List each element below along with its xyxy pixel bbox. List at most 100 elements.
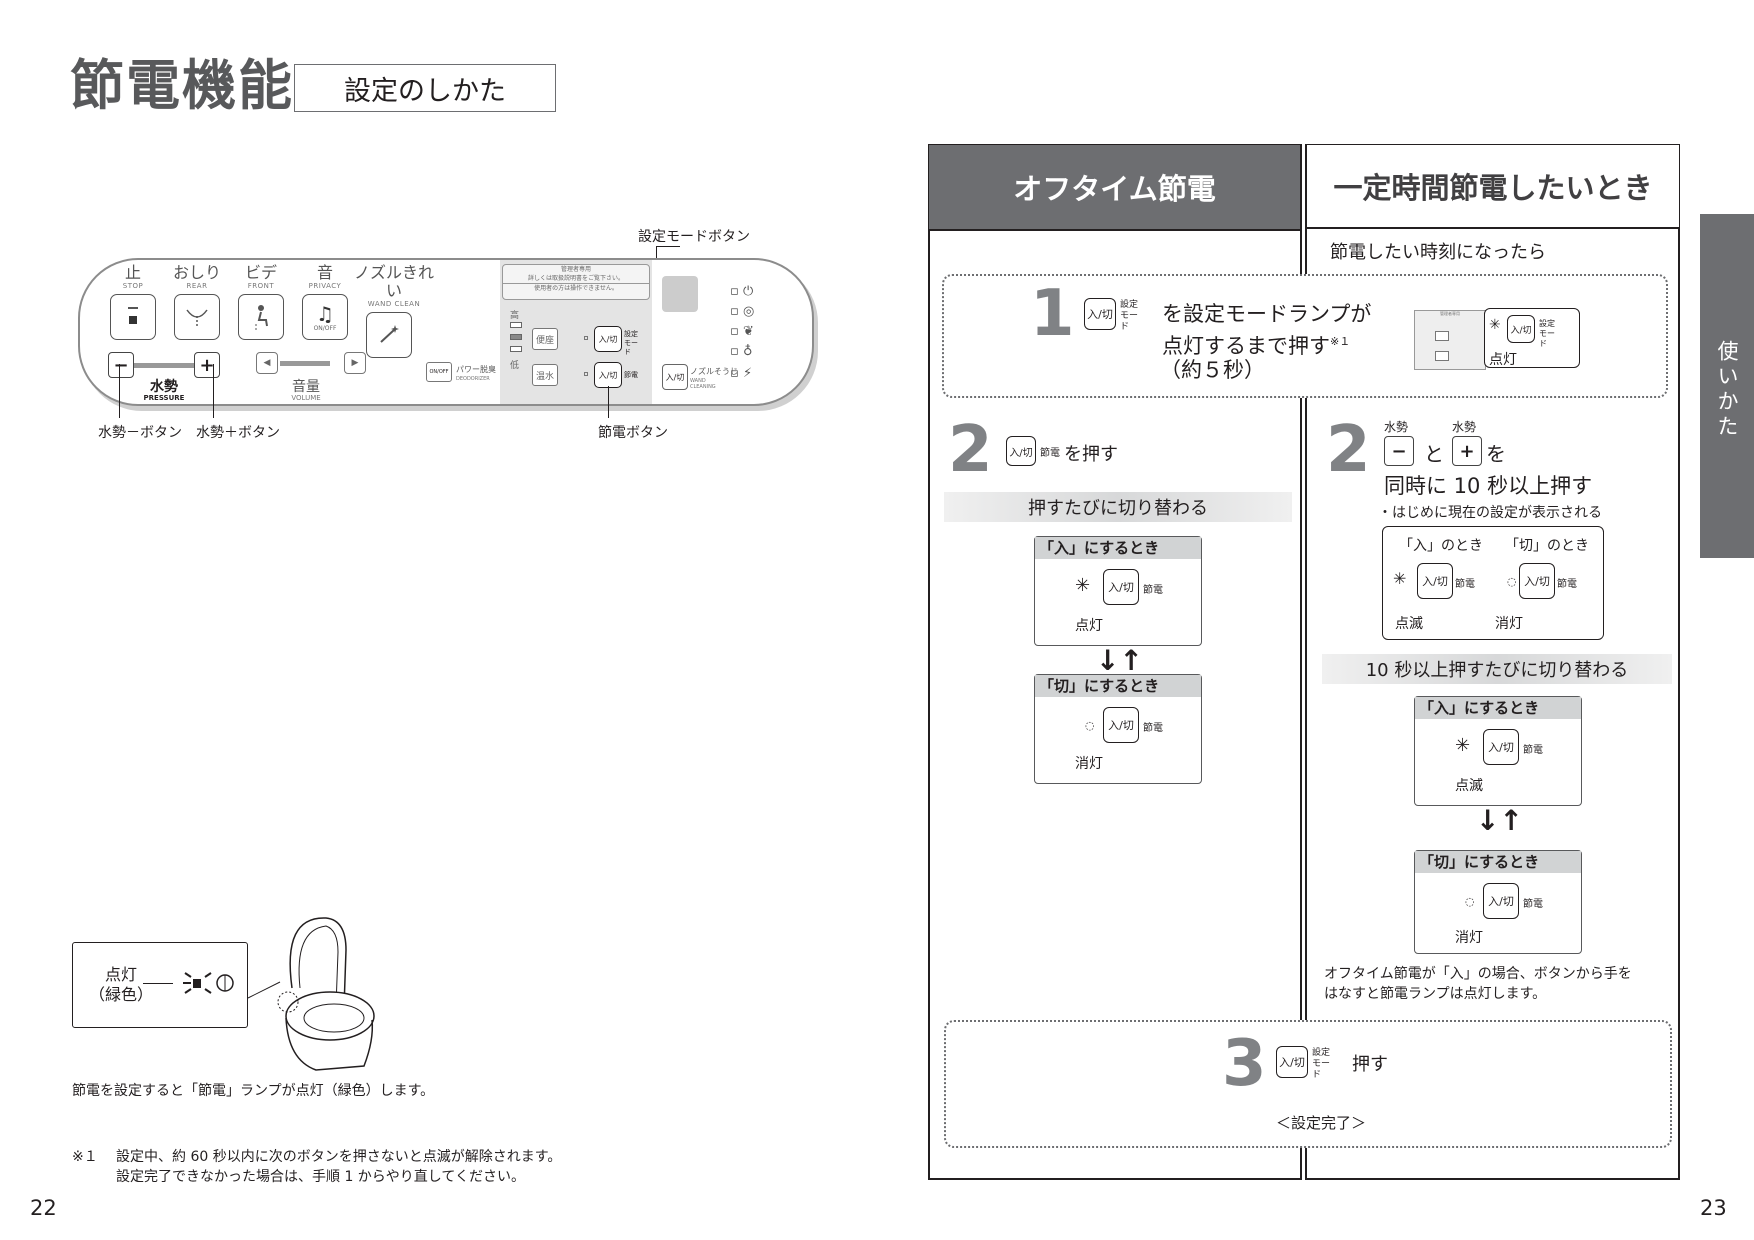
step2a-text: を押す [1064,444,1118,465]
callout-power-save-button: 節電ボタン [598,425,668,441]
volume-bar [280,361,330,366]
off-state-box: 「切」にするとき ◌ 入/切 節電 消灯 [1034,674,1202,784]
off-caption-2: 消灯 [1455,930,1483,946]
power-save-key-icon: 入/切 [1006,436,1036,466]
power-icon: ▫ ⏻ [730,284,754,299]
pressure-label-minus: 水勢 [1384,420,1409,434]
on-caption-2: 点滅 [1455,778,1483,794]
lamp-lit-label: 点灯 （緑色） [89,965,154,1004]
level-lamp [510,334,522,340]
setting-mode-button[interactable]: 入/切 [594,326,622,352]
column-header-timed: 一定時間節電したいとき [1307,145,1679,229]
unlit-key-label: 節電 [1557,579,1577,590]
off-key-label-2: 節電 [1523,899,1543,910]
pressure-label: 水勢 [150,379,178,395]
privacy-sub: PRIVACY [308,282,342,290]
on-state-box: 「入」にするとき ✳ 入/切 節電 点灯 [1034,536,1202,646]
setting-lamp-zoom: ✳ 入/切 設定モード 点灯 [1484,308,1580,368]
nozzle-cleaning-label: ノズルそうじ [690,367,738,376]
rear-label: おしり [172,263,221,282]
zoom-lit-label: 点灯 [1489,352,1517,368]
toggle-band-left: 押すたびに切り替わる [944,492,1292,522]
note-line2: はなすと節電ランプは点灯します。 [1324,986,1547,1002]
callout-pressure-minus: 水勢－ボタン [98,425,182,441]
panel-button-wand-clean[interactable]: ノズルきれい WAND CLEAN [354,264,438,358]
blink-key-icon: 入/切 [1417,563,1453,599]
setting-mode-label: 設定モード [624,330,638,356]
on-state-head-2: 「入」にするとき [1415,697,1581,719]
off-key-icon: 入/切 [1103,707,1139,743]
off-caption: 消灯 [1075,756,1103,772]
pressure-minus-key-icon: − [1384,436,1414,466]
step2b-bullet: ・はじめに現在の設定が表示される [1378,505,1602,521]
level-lamp [510,346,522,352]
volume-up-button[interactable]: ▶ [344,352,366,374]
on-state-box-2: 「入」にするとき ✳ 入/切 節電 点滅 [1414,696,1582,806]
power-save-button[interactable]: 入/切 [594,362,622,388]
sparkle-icon: ▫ ⚡ [730,366,753,381]
on-key-label: 節電 [1143,585,1163,596]
callout-line [656,246,680,247]
footnote-mark: ※１ [72,1149,98,1165]
zoom-key-label: 設定モード [1539,319,1555,348]
music-note-icon: ♫ON/OFF [302,294,348,340]
blink-key-label: 節電 [1455,579,1475,590]
pressure-minus-button[interactable]: − [108,352,134,378]
water-drop-icon: ▫ ♁ [730,344,753,359]
bidet-icon [238,294,284,340]
off-key-icon-2: 入/切 [1483,883,1519,919]
water-temp-button[interactable]: 温水 [532,364,558,386]
pressure-label-plus: 水勢 [1452,420,1477,434]
volume-down-button[interactable]: ◀ [256,352,278,374]
nozzle-cleaning-button[interactable]: 入/切 [662,364,688,390]
power-save-key-label: 節電 [1040,448,1060,459]
step2b-line2: 同時に 10 秒以上押す [1384,474,1593,498]
blink-icon: ✳ [1393,569,1407,588]
column-header-offtime: オフタイム節電 [929,145,1300,229]
zoom-key-icon: 入/切 [1507,315,1535,343]
rear-wash-icon [174,294,220,340]
unlit-key-icon: 入/切 [1519,563,1555,599]
callout-line [608,386,609,418]
callout-setting-mode-button: 設定モードボタン [638,229,750,245]
panel-button-rear[interactable]: おしり REAR [162,264,232,340]
seat-temp-button[interactable]: 便座 [532,328,558,350]
panel-button-stop[interactable]: 止 STOP [98,264,168,340]
front-label: ビデ [244,263,277,282]
blink-caption: 点滅 [1395,616,1423,632]
deodorizer-button[interactable]: ON/OFF [426,362,452,382]
lamp-caption: 節電を設定すると「節電」ランプが点灯（緑色）します。 [72,1083,435,1099]
panel-button-privacy[interactable]: 音 PRIVACY ♫ON/OFF [290,264,360,340]
setting-mode-key-label: 設定モード [1120,300,1139,332]
wand-clean-icon [366,312,412,358]
on-label: 「入」のとき [1399,538,1483,554]
step3-text: 押す [1352,1054,1388,1075]
step3-box [944,1020,1672,1148]
blink-icon: ✳ [1455,735,1471,756]
wand-clean-sub: WAND CLEAN [367,300,421,308]
and-text: と [1424,442,1444,466]
on-caption: 点灯 [1075,618,1103,634]
off-key-label: 節電 [1143,723,1163,734]
note-line1: オフタイム節電が「入」の場合、ボタンから手を [1324,966,1632,982]
panel-button-front[interactable]: ビデ FRONT [226,264,296,340]
blink-icon: ✳ [1489,317,1501,333]
off-state-head: 「切」にするとき [1035,675,1201,697]
toggle-arrows-icon: ↓↑ [1476,804,1523,837]
leaf-icon: ▫ ❦ [730,324,754,339]
page-number-left: 22 [30,1196,57,1220]
on-key-icon-2: 入/切 [1483,729,1519,765]
seat-lamp-icon: ▫ ◎ [730,304,755,319]
side-tab-label: 使いかた [1715,340,1739,440]
step3-key-icon: 入/切 [1276,1046,1308,1078]
lamp-off-icon: ◌ [1085,719,1095,732]
pressure-plus-key-icon: + [1452,436,1482,466]
blink-icon: ✳ [1075,575,1091,596]
admin-notice: 管理者専用 詳しくは取扱説明書をご覧下さい。 使用者の方は操作できません。 [502,264,650,300]
step2b-number: 2 [1326,413,1371,487]
pressure-plus-button[interactable]: + [194,352,220,378]
step3-number: 3 [1222,1027,1267,1101]
deodorizer-label: パワー脱臭 [456,365,496,374]
on-state-head: 「入」にするとき [1035,537,1201,559]
nozzle-cleaning-sub: WAND CLEANING [690,378,716,390]
